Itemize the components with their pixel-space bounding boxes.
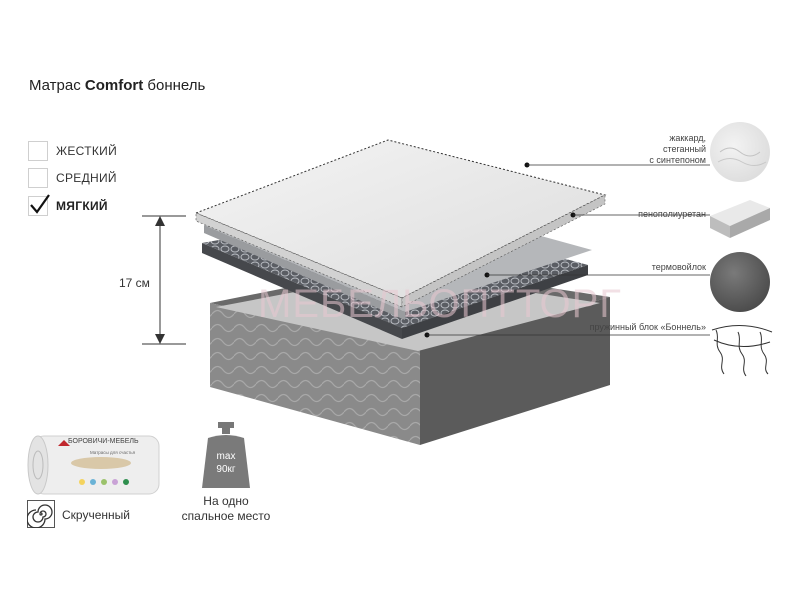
foam-block-icon: [710, 200, 770, 238]
weight-value: 90кг: [216, 464, 236, 475]
firmness-label: ЖЕСТКИЙ: [56, 144, 118, 158]
rolled-mattress-image: БОРОВИЧИ-МЕБЕЛЬ Матрасы для счастья: [26, 430, 161, 500]
rolled-mattress-icon: [27, 435, 160, 495]
title-prefix: Матрас: [29, 77, 81, 94]
mattress-layers-illustration: [194, 139, 610, 445]
checkbox[interactable]: [28, 141, 48, 161]
jacquard-pattern: [717, 147, 767, 166]
checkmark-icon: [30, 194, 50, 214]
layer-label-ppu: пенополиуретан: [638, 209, 706, 219]
brand-logo-icon: [58, 440, 70, 446]
jacquard-swatch: [710, 122, 770, 182]
spring-swatch: [710, 318, 774, 378]
firmness-option-soft[interactable]: МЯГКИЙ: [28, 194, 108, 217]
layer-label-jacquard: жаккард, стеганный с синтепоном: [649, 133, 706, 165]
checkbox[interactable]: [28, 168, 48, 188]
spring-coil-icon: [711, 325, 773, 377]
rolled-brand: БОРОВИЧИ-МЕБЕЛЬ: [68, 438, 139, 445]
weight-icon: [202, 422, 250, 488]
arrow-up-icon: [155, 216, 165, 226]
firmness-option-medium[interactable]: СРЕДНИЙ: [28, 167, 117, 189]
felt-swatch: [710, 252, 770, 312]
rolled-tagline: Матрасы для счастья: [90, 450, 136, 455]
callout-lines: [427, 164, 710, 336]
layer-label-bonnel: пружинный блок «Боннель»: [589, 322, 706, 332]
firmness-label: МЯГКИЙ: [56, 199, 108, 213]
height-label: 17 см: [119, 276, 150, 290]
height-dimension: [142, 215, 186, 345]
firmness-label: СРЕДНИЙ: [56, 171, 117, 185]
page-title: Матрас Comfort боннель: [29, 77, 205, 94]
watermark: МЕБЕЛЬОПТТОРГ: [258, 282, 622, 326]
arrow-down-icon: [155, 334, 165, 344]
rolled-label: Скрученный: [62, 508, 130, 522]
spiral-icon: [27, 500, 55, 528]
foam-swatch: [708, 196, 772, 240]
title-suffix: боннель: [147, 77, 206, 94]
layer-label-felt: термовойлок: [651, 262, 706, 272]
firmness-option-hard[interactable]: ЖЕСТКИЙ: [28, 140, 117, 162]
checkbox-checked[interactable]: [28, 194, 50, 216]
weight-max-label: max: [216, 451, 236, 462]
weight-caption: На одно спальное место: [181, 494, 271, 523]
title-model: Comfort: [84, 77, 144, 94]
